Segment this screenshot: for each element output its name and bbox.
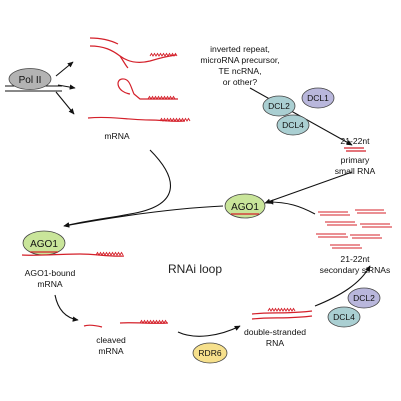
dcl4-top-label: DCL4 <box>282 120 304 130</box>
rdr6-enzyme: RDR6 <box>192 342 228 364</box>
dcl4-bottom-label: DCL4 <box>333 312 355 322</box>
dcl2-top-enzyme: DCL2 <box>262 95 296 117</box>
mrna-tail <box>159 117 191 122</box>
arrow-dsrna-to-secondary <box>314 265 371 307</box>
ago1-bound-label-line1: AGO1-bound <box>25 268 76 278</box>
stem-loop-transcript <box>117 78 178 100</box>
primary-small-rna <box>344 147 366 152</box>
source-label-line4: or other? <box>223 77 258 87</box>
stem-loop-tail <box>147 95 176 100</box>
arrow-pol2-to-transcript-3 <box>55 91 75 115</box>
arrow-secondary-to-ago1 <box>267 199 316 215</box>
ago1-bound-tail <box>95 251 124 256</box>
primary-label-line1: 21-22nt <box>340 136 370 146</box>
cleaved-label-line2: mRNA <box>98 346 124 356</box>
rnai-loop-label: RNAi loop <box>168 262 222 276</box>
arrow-pol2-to-transcript-1 <box>55 61 74 77</box>
dcl4-top-enzyme: DCL4 <box>276 114 310 136</box>
pol2-label: Pol II <box>19 75 42 86</box>
mrna-label: mRNA <box>104 131 130 141</box>
secondary-label-line2: secondary siRNAs <box>320 265 391 275</box>
precursor-tail <box>149 52 178 57</box>
cleaved-tail <box>139 319 168 324</box>
dcl2-bottom-label: DCL2 <box>353 293 375 303</box>
cleaved-mrna <box>83 322 169 328</box>
secondary-sirnas <box>316 209 392 249</box>
ago1-center-enzyme: AGO1 <box>224 193 266 219</box>
primary-label-line2: primary <box>341 155 370 165</box>
dsrna-label-line1: double-stranded <box>244 327 306 337</box>
arrow-cleaved-to-dsrna <box>177 325 241 337</box>
ago1-center-label: AGO1 <box>231 202 259 213</box>
arrow-mrna-to-ago1-bound <box>63 149 171 228</box>
cleaved-label-line1: cleaved <box>96 335 126 345</box>
ago1-left-label: AGO1 <box>30 239 58 250</box>
source-label-line2: microRNA precursor, <box>200 55 279 65</box>
arrow-ago1-to-ago1-bound <box>63 205 224 228</box>
dsrna-tail <box>267 307 296 312</box>
precursor-transcript <box>89 37 177 69</box>
dcl4-bottom-enzyme: DCL4 <box>327 306 361 328</box>
ago1-bound-mrna <box>21 251 125 257</box>
arrow-pol2-to-transcript-2 <box>57 84 76 90</box>
dcl2-bottom-enzyme: DCL2 <box>347 287 381 309</box>
secondary-label-line1: 21-22nt <box>340 254 370 264</box>
mrna-transcript <box>87 116 186 122</box>
arrow-ago1-bound-to-cleaved <box>54 294 79 322</box>
double-stranded-rna <box>251 310 313 320</box>
primary-label-line3: small RNA <box>335 166 376 176</box>
source-label-line1: inverted repeat, <box>210 44 270 54</box>
rdr6-label: RDR6 <box>198 348 221 358</box>
ago1-bound-label-line2: mRNA <box>37 279 63 289</box>
source-label-line3: TE ncRNA, <box>219 66 262 76</box>
dcl1-label: DCL1 <box>307 93 329 103</box>
dcl2-top-label: DCL2 <box>268 101 290 111</box>
dsrna-label-line2: RNA <box>266 338 284 348</box>
arrow-primary-to-ago1 <box>264 171 353 204</box>
dcl1-enzyme: DCL1 <box>301 87 335 109</box>
ago1-left-enzyme: AGO1 <box>22 230 66 256</box>
pol2-enzyme: Pol II <box>8 68 52 90</box>
